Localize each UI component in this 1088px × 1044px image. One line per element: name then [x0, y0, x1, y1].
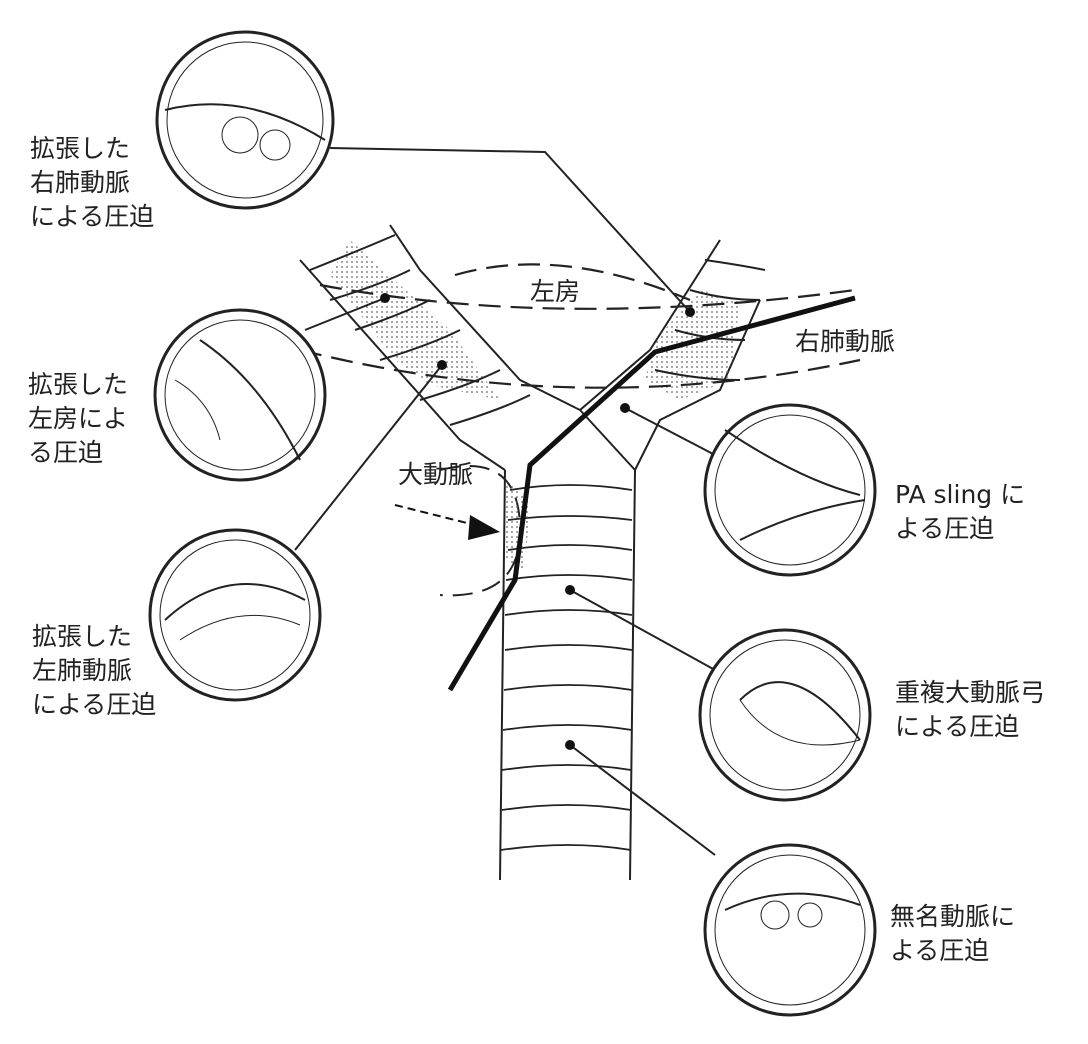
- pulmonary-artery-line: [447, 295, 856, 692]
- view-pa-sling-compression: [703, 403, 877, 577]
- view-double-aortic-arch-compression: [698, 628, 872, 802]
- view-innominate-artery-compression: [703, 843, 877, 1017]
- leader-lines: [294, 147, 716, 856]
- right-bronchus: [579, 239, 766, 471]
- leader-dots: [380, 293, 695, 750]
- label-pa-sling: PA sling に よる圧迫: [895, 480, 1026, 543]
- left-bronchus: [299, 224, 636, 471]
- label-left-atrium: 左房: [530, 277, 581, 306]
- trachea: [499, 469, 636, 881]
- view-right-pa-compression: [155, 30, 335, 210]
- label-left-pa-dilated: 拡張した 左肺動脈 による圧迫: [32, 622, 157, 719]
- view-left-pa-compression: [148, 528, 322, 702]
- label-innominate-artery: 無名動脈に よる圧迫: [890, 902, 1016, 965]
- label-aorta: 大動脈: [398, 460, 474, 489]
- label-right-pa-dilated: 拡張した 右肺動脈 による圧迫: [30, 134, 155, 231]
- label-left-atrium-dilated: 拡張した 左房によ る圧迫: [28, 370, 129, 467]
- view-left-atrium-compression: [153, 308, 327, 482]
- aorta-arrow-icon: [394, 504, 500, 540]
- label-right-pulmonary-artery: 右肺動脈: [795, 327, 896, 356]
- label-double-aortic-arch: 重複大動脈弓 による圧迫: [895, 678, 1046, 741]
- trachea-rings: [500, 484, 633, 851]
